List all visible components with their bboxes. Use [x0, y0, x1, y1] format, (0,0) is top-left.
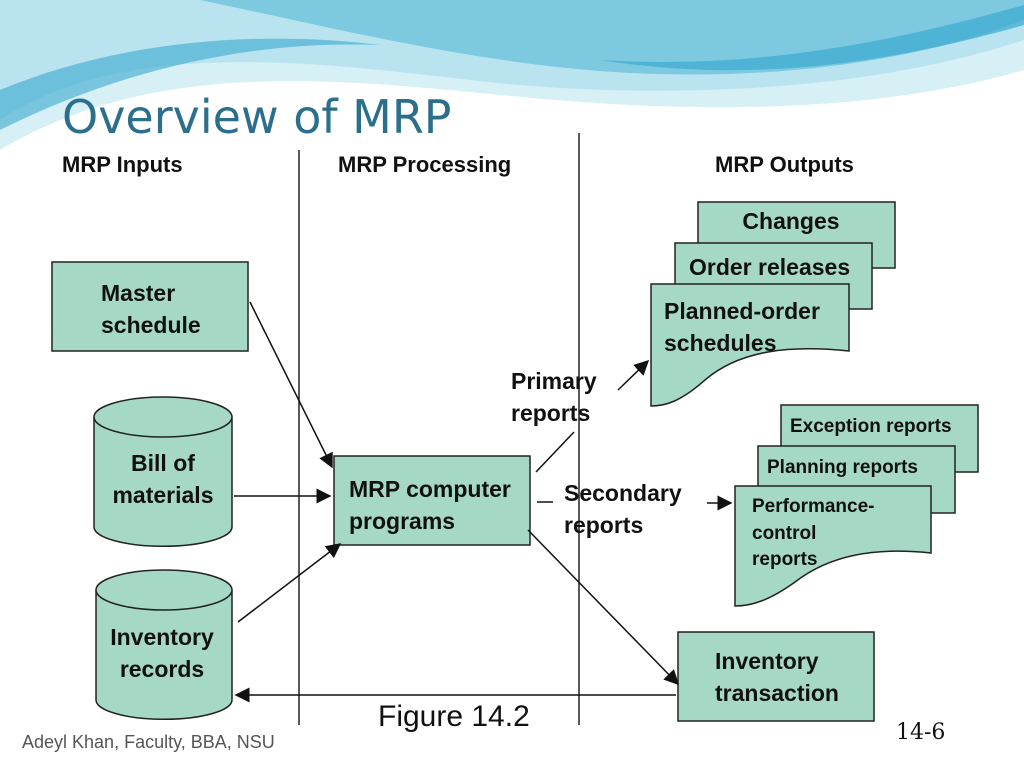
secondary-reports-stack: [734, 404, 979, 607]
changes-label: Changes: [742, 208, 840, 234]
column-header-inputs: MRP Inputs: [62, 152, 183, 177]
planned-order-schedules-label: Planned-order schedules: [664, 298, 820, 356]
arrow-programs-to-inventory-transaction: [527, 529, 680, 686]
column-header-outputs: MRP Outputs: [715, 152, 854, 177]
arrow-inventory-records-to-programs: [237, 543, 342, 623]
slide-title: Overview of MRP: [62, 90, 452, 144]
mrp-computer-programs-label: MRP computer programs: [349, 476, 511, 534]
arrow-primary-reports-to-outputs: [617, 359, 650, 391]
bill-of-materials-label: Bill of materials: [112, 450, 214, 508]
arrow-master-schedule-to-programs: [249, 301, 333, 469]
bill-of-materials-cylinder: [93, 396, 233, 548]
inventory-transaction-box: [677, 631, 875, 722]
header-wave-decoration: [0, 0, 1024, 150]
primary-reports-label: Primary reports: [511, 368, 597, 426]
master-schedule-label: Master schedule: [101, 280, 201, 338]
master-schedule-box: [51, 261, 249, 352]
order-releases-label: Order releases: [689, 254, 851, 280]
inventory-records-label: Inventory records: [110, 624, 214, 682]
line-programs-to-primary-reports: [535, 431, 575, 473]
mrp-computer-programs-box: [333, 455, 531, 546]
secondary-reports-label: Secondary reports: [564, 480, 682, 538]
figure-caption: Figure 14.2: [378, 700, 530, 733]
primary-reports-stack: [650, 201, 896, 407]
planning-reports-label: Planning reports: [767, 457, 918, 478]
slide-footer: Adeyl Khan, Faculty, BBA, NSU: [22, 732, 275, 752]
inventory-transaction-label: Inventory transaction: [715, 648, 839, 706]
performance-control-reports-label: Performance- control reports: [752, 496, 875, 571]
inventory-records-cylinder: [95, 569, 233, 721]
slide-number: 14-6: [896, 720, 946, 745]
exception-reports-label: Exception reports: [790, 416, 952, 437]
column-header-processing: MRP Processing: [338, 152, 512, 177]
